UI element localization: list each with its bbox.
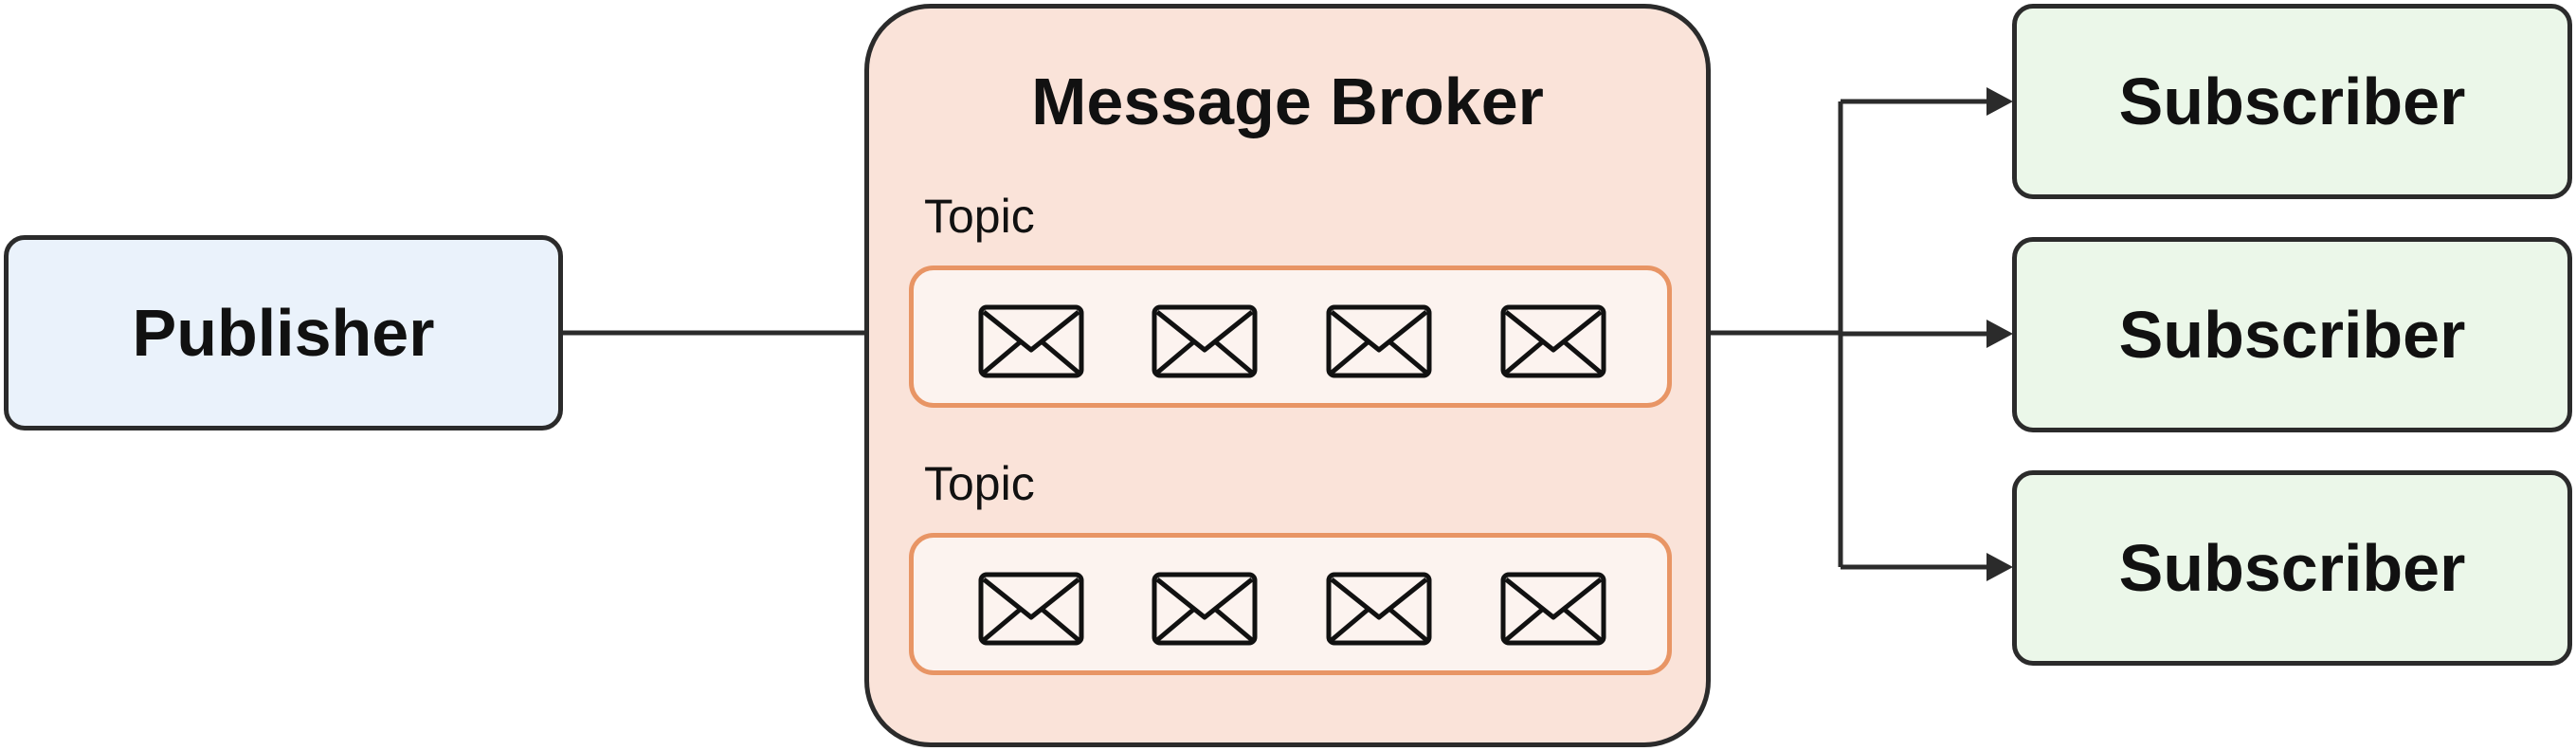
arrowhead-subscriber-2	[1986, 320, 2013, 348]
envelope-icon	[1326, 572, 1432, 646]
message-broker-box: Message Broker Topic Topic	[864, 4, 1711, 747]
subscriber-label-2: Subscriber	[2118, 298, 2466, 372]
envelope-icon	[978, 304, 1084, 378]
topic-label-1: Topic	[924, 190, 1035, 243]
envelope-icon	[1326, 304, 1432, 378]
subscriber-label-3: Subscriber	[2118, 531, 2466, 605]
topic-label-2: Topic	[924, 457, 1035, 510]
subscriber-box-1: Subscriber	[2012, 4, 2572, 199]
envelope-icon	[1152, 572, 1258, 646]
subscriber-box-2: Subscriber	[2012, 237, 2572, 432]
arrowhead-subscriber-3	[1986, 553, 2013, 581]
envelope-icon	[978, 572, 1084, 646]
subscriber-box-3: Subscriber	[2012, 470, 2572, 666]
envelope-icon	[1152, 304, 1258, 378]
publisher-box: Publisher	[4, 235, 563, 430]
message-broker-title: Message Broker	[1031, 64, 1544, 138]
topic-queue-1	[909, 266, 1672, 408]
subscriber-label-1: Subscriber	[2118, 64, 2466, 138]
topic-queue-2	[909, 533, 1672, 675]
publisher-label: Publisher	[132, 296, 435, 370]
arrowhead-subscriber-1	[1986, 87, 2013, 116]
envelope-icon	[1500, 304, 1606, 378]
envelope-icon	[1500, 572, 1606, 646]
